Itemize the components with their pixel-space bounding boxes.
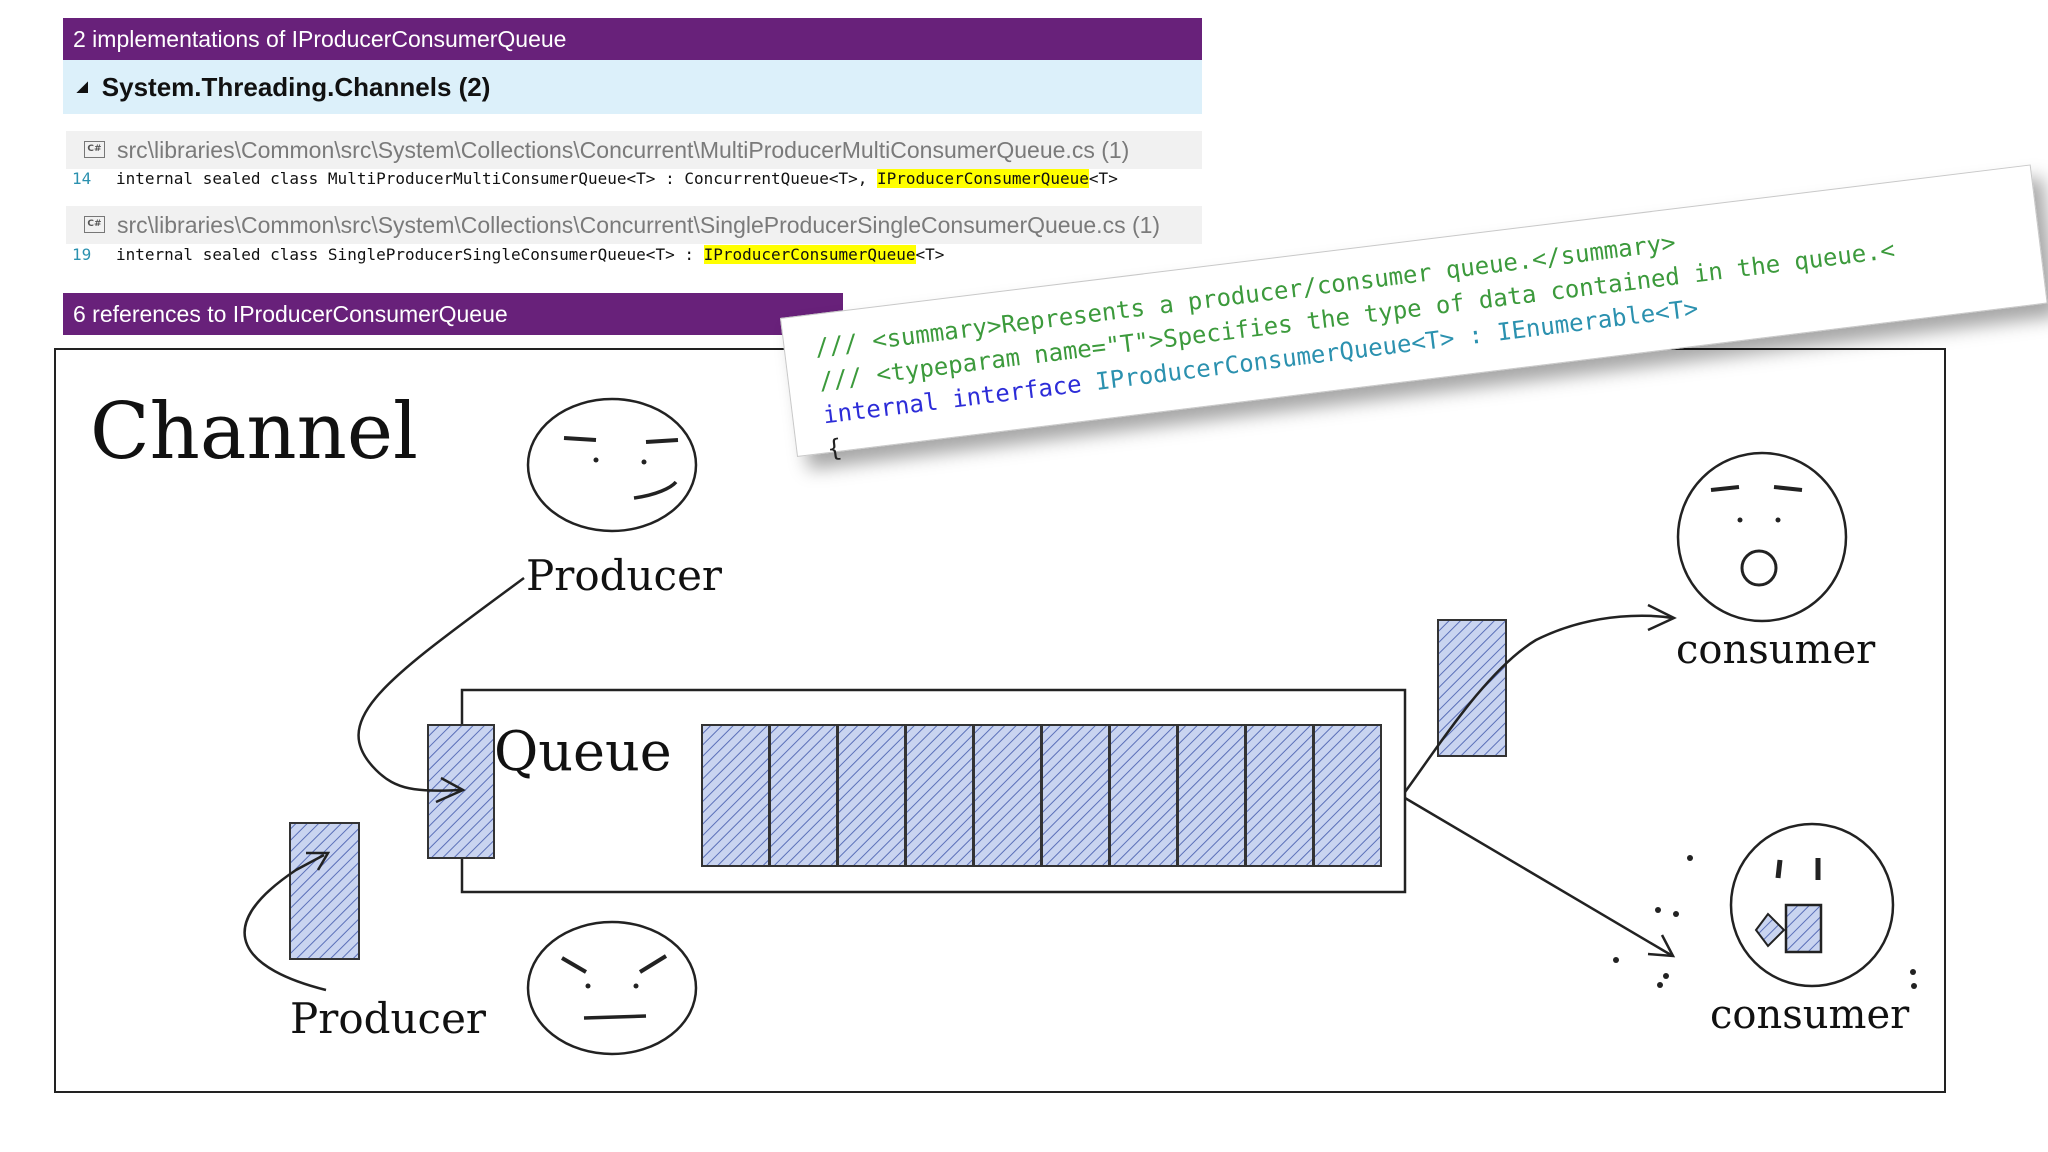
producer-top-face-icon <box>526 397 698 533</box>
diagram-canvas: Channel Queue Producer <box>90 387 1917 1056</box>
producer-top-label: Producer <box>526 551 723 600</box>
arrow-head <box>306 851 331 871</box>
code-text: internal sealed class SingleProducerSing… <box>116 245 704 264</box>
result-code-line[interactable]: 19 internal sealed class SingleProducerSi… <box>66 239 1202 271</box>
queue-slot <box>1177 724 1246 867</box>
queue-to-consumer-arrow <box>1403 614 1673 793</box>
code-match-highlight: IProducerConsumerQueue <box>877 169 1089 188</box>
collapse-triangle-icon[interactable]: ◢ <box>77 78 88 95</box>
result-file-multiproducer[interactable]: C# src\libraries\Common\src\System\Collec… <box>66 131 1202 169</box>
consumer-top-face-icon <box>1676 451 1848 623</box>
csharp-file-icon: C# <box>84 216 105 234</box>
queue-slot <box>1245 724 1314 867</box>
code-text-after: <T> <box>915 245 945 264</box>
channel-diagram: Channel Queue Producer <box>54 348 1946 1093</box>
arrow-head <box>435 776 466 804</box>
producer-bottom-arrow <box>243 853 327 992</box>
queue-label: Queue <box>494 720 672 783</box>
result-file-singleproducer[interactable]: C# src\libraries\Common\src\System\Collec… <box>66 206 1202 244</box>
line-number: 14 <box>72 169 92 188</box>
outgoing-item <box>1437 619 1507 757</box>
producer-bottom-label: Producer <box>290 994 487 1043</box>
queue-slot <box>973 724 1042 867</box>
producer-bottom-face-icon <box>526 920 698 1056</box>
arrow-head <box>1647 603 1677 632</box>
diagram-title: Channel <box>90 387 418 477</box>
line-number: 19 <box>72 245 92 264</box>
file-path: src\libraries\Common\src\System\Collecti… <box>117 137 1130 163</box>
result-group-system-threading-channels[interactable]: ◢ System.Threading.Channels (2) <box>63 60 1202 114</box>
consumer-bottom-face-icon <box>1613 822 1917 989</box>
queue-slots <box>701 724 1382 867</box>
implementations-header: 2 implementations of IProducerConsumerQu… <box>63 18 1202 60</box>
queue-slot <box>769 724 838 867</box>
code-match-highlight: IProducerConsumerQueue <box>703 245 916 264</box>
code-text-after: <T> <box>1088 169 1118 188</box>
queue-slot <box>701 724 770 867</box>
csharp-file-icon: C# <box>84 141 105 159</box>
queue-slot <box>1109 724 1178 867</box>
arrow-head <box>1647 934 1676 958</box>
consumer-bottom-label: consumer <box>1710 992 1910 1038</box>
queue-slot <box>1313 724 1382 867</box>
queue-to-consumer-bottom-arrow <box>1404 796 1672 957</box>
result-code-line[interactable]: 14 internal sealed class MultiProducerMul… <box>66 163 1202 195</box>
queue-slot <box>1041 724 1110 867</box>
producer-to-queue-arrow <box>357 576 525 792</box>
producer-item <box>289 822 360 960</box>
queue-slot <box>837 724 906 867</box>
file-path: src\libraries\Common\src\System\Collecti… <box>117 212 1161 238</box>
group-label: System.Threading.Channels (2) <box>101 72 491 102</box>
consumer-top-label: consumer <box>1676 627 1876 673</box>
code-text: internal sealed class MultiProducerMulti… <box>116 169 877 188</box>
references-header: 6 references to IProducerConsumerQueue <box>63 293 843 335</box>
queue-slot <box>905 724 974 867</box>
